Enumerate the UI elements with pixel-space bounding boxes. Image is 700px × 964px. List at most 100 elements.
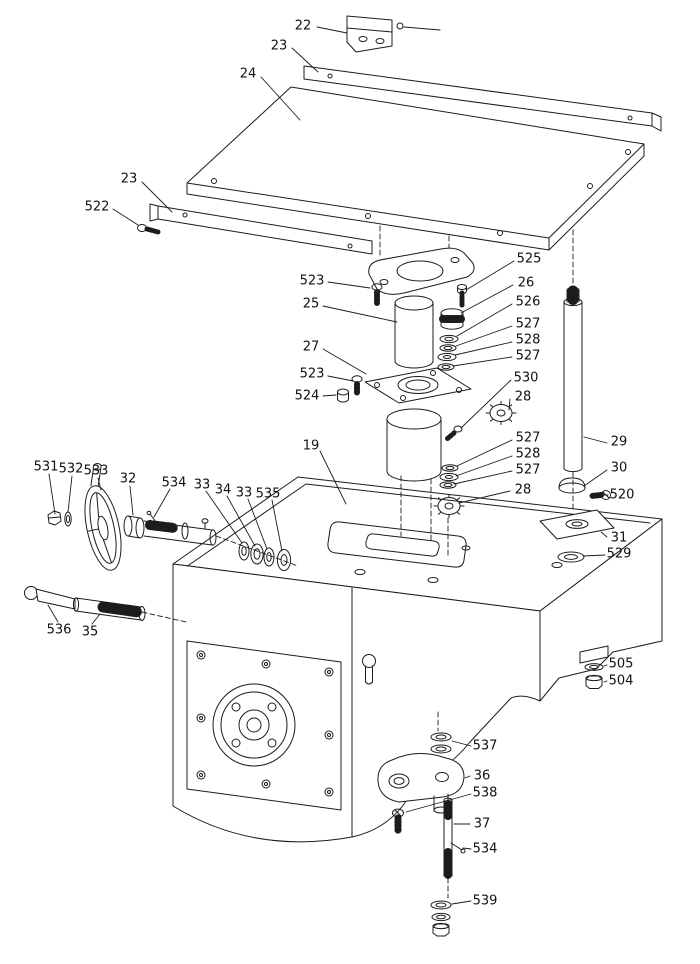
leader-line-538-43 bbox=[405, 793, 472, 813]
part-label-505-39: 505 bbox=[609, 657, 634, 672]
part-label-531-28: 531 bbox=[34, 460, 59, 475]
part-label-527-18: 527 bbox=[516, 431, 541, 446]
part-label-528-19: 528 bbox=[516, 447, 541, 462]
part-label-534-45: 534 bbox=[473, 842, 498, 857]
part-spindle-lower-housing bbox=[386, 408, 442, 482]
leader-line-505-39 bbox=[603, 664, 608, 667]
part-label-26-11: 26 bbox=[518, 276, 535, 291]
part-label-527-20: 527 bbox=[516, 463, 541, 478]
leader-line-530-16 bbox=[460, 379, 512, 429]
leader-line-539-46 bbox=[451, 900, 472, 905]
leader-line-30-23 bbox=[583, 469, 608, 487]
leader-line-29-22 bbox=[583, 436, 608, 444]
part-cap-30 bbox=[558, 477, 586, 494]
leader-line-28-21 bbox=[458, 490, 511, 504]
part-screw-525 bbox=[457, 284, 467, 309]
leader-line-22-0 bbox=[316, 26, 348, 34]
leader-line-534-32 bbox=[153, 488, 171, 518]
leader-line-23-3 bbox=[141, 181, 173, 213]
part-label-535-36: 535 bbox=[256, 487, 281, 502]
part-label-532-29: 532 bbox=[59, 462, 84, 477]
leader-line-526-12 bbox=[456, 303, 513, 337]
part-handwheel-533 bbox=[84, 462, 122, 571]
leader-line-529-26 bbox=[582, 554, 606, 557]
part-label-23-1: 23 bbox=[271, 39, 288, 54]
part-label-28-17: 28 bbox=[515, 390, 532, 405]
leader-line-531-28 bbox=[48, 473, 56, 515]
part-label-525-10: 525 bbox=[517, 252, 542, 267]
part-label-533-30: 533 bbox=[84, 464, 109, 479]
part-screw-530 bbox=[444, 425, 463, 442]
leader-line-504-40 bbox=[603, 680, 608, 683]
leader-line-528-19 bbox=[455, 455, 513, 477]
leader-line-33-33 bbox=[205, 490, 243, 544]
part-label-537-41: 537 bbox=[473, 739, 498, 754]
part-label-523-5: 523 bbox=[300, 274, 325, 289]
leader-line-27-7 bbox=[322, 348, 367, 375]
leader-line-527-15 bbox=[452, 356, 513, 367]
leader-line-537-41 bbox=[451, 740, 472, 747]
leader-line-533-30 bbox=[97, 477, 102, 491]
part-label-528-14: 528 bbox=[516, 333, 541, 348]
leader-line-35-38 bbox=[91, 613, 101, 625]
leader-line-527-18 bbox=[456, 439, 513, 467]
part-label-520-24: 520 bbox=[610, 488, 635, 503]
leader-line-527-20 bbox=[453, 470, 513, 485]
part-label-523-8: 523 bbox=[300, 367, 325, 382]
part-screw-523-lower bbox=[351, 375, 363, 397]
part-spindle-mount-plate bbox=[368, 247, 475, 295]
leader-line-535-36 bbox=[271, 499, 283, 552]
leader-line-528-14 bbox=[454, 341, 513, 356]
leader-line-524-9 bbox=[322, 394, 337, 397]
part-label-36-42: 36 bbox=[474, 769, 491, 784]
part-label-35-38: 35 bbox=[82, 625, 99, 640]
part-label-31-25: 31 bbox=[611, 531, 628, 546]
part-screw-523-upper bbox=[371, 283, 383, 306]
part-screw-538 bbox=[392, 808, 404, 835]
leader-line-36-42 bbox=[464, 775, 471, 779]
part-label-37-44: 37 bbox=[474, 817, 491, 832]
part-label-538-43: 538 bbox=[473, 786, 498, 801]
leader-line-536-37 bbox=[47, 604, 59, 623]
part-label-27-7: 27 bbox=[303, 340, 320, 355]
part-pin-534-lower bbox=[450, 842, 466, 854]
part-nut-504 bbox=[585, 674, 603, 689]
leader-line-523-8 bbox=[327, 375, 354, 382]
part-label-524-9: 524 bbox=[295, 389, 320, 404]
leader-line-534-45 bbox=[462, 847, 472, 850]
part-label-32-31: 32 bbox=[120, 472, 137, 487]
part-label-30-23: 30 bbox=[611, 461, 628, 476]
leader-line-525-10 bbox=[465, 260, 515, 291]
part-threaded-rod-37 bbox=[443, 797, 453, 879]
leader-line-31-25 bbox=[600, 531, 608, 538]
part-washer-505 bbox=[584, 663, 604, 671]
part-bracket-36 bbox=[377, 753, 465, 814]
part-label-25-6: 25 bbox=[303, 297, 320, 312]
part-pulley-hub bbox=[212, 683, 296, 767]
leader-line-34-34 bbox=[226, 495, 256, 547]
leader-line-23-1 bbox=[291, 47, 319, 73]
leader-line-522-4 bbox=[112, 208, 139, 226]
part-shaft-35 bbox=[72, 597, 146, 621]
part-column-29 bbox=[563, 285, 583, 473]
part-flange-27 bbox=[364, 367, 472, 404]
part-label-536-37: 536 bbox=[47, 623, 72, 638]
part-wheel-shaft bbox=[143, 510, 217, 546]
part-table-top-24 bbox=[186, 86, 645, 251]
leader-line-24-2 bbox=[260, 76, 301, 121]
part-hub-32 bbox=[123, 515, 145, 539]
alignment-dashed-lines bbox=[141, 225, 574, 899]
part-label-24-2: 24 bbox=[240, 67, 257, 82]
part-washer-stack-lower bbox=[439, 464, 459, 489]
part-label-529-26: 529 bbox=[607, 547, 632, 562]
part-label-34-34: 34 bbox=[215, 483, 232, 498]
part-label-527-15: 527 bbox=[516, 349, 541, 364]
part-label-526-12: 526 bbox=[516, 295, 541, 310]
part-label-23-3: 23 bbox=[121, 172, 138, 187]
part-label-530-16: 530 bbox=[514, 371, 539, 386]
part-washer-stack-upper bbox=[437, 334, 459, 371]
leader-line-19-27 bbox=[319, 450, 347, 505]
part-label-29-22: 29 bbox=[611, 435, 628, 450]
